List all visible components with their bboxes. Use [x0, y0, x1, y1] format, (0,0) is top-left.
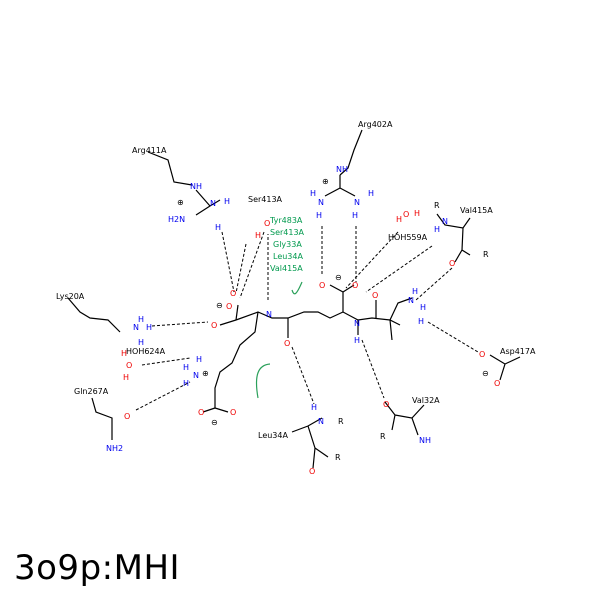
atom-o: O: [226, 302, 232, 311]
atom-h: H: [255, 231, 261, 240]
residue-gln267a-label: Gln267A: [74, 387, 109, 396]
hydrophobic-arc-1: [255, 363, 271, 399]
atom-h: H: [121, 349, 127, 358]
residue-val32a-label: Val32A: [412, 396, 440, 405]
atom-h: H: [316, 211, 322, 220]
atom-h: H: [396, 215, 402, 224]
atom-r: R: [335, 453, 341, 462]
residue-arg402a-label: Arg402A: [358, 120, 393, 129]
charge-minus-icon: ⊖: [211, 418, 218, 427]
atom-o: O: [479, 350, 485, 359]
charge-minus-icon: ⊖: [216, 301, 223, 310]
atom-n: N: [442, 217, 448, 226]
hydrophobic-contact-item: Val415A: [270, 264, 303, 273]
water-hoh624a-label: HOH624A: [126, 347, 166, 356]
atom-n: NH: [190, 182, 202, 191]
hydrophobic-contact-item: Tyr483A: [269, 216, 303, 225]
atom-h: H: [183, 379, 189, 388]
atom-h: H: [138, 338, 144, 347]
atom-n: N: [408, 296, 414, 305]
atom-n: N: [354, 319, 360, 328]
atom-h: H: [434, 225, 440, 234]
residue-leu34a-label: Leu34A: [258, 431, 288, 440]
atom-o: O: [211, 321, 217, 330]
atom-r: R: [434, 201, 440, 210]
residue-val415a-label: Val415A: [460, 206, 493, 215]
hydrophobic-contact-item: Gly33A: [273, 240, 302, 249]
charge-plus-icon: ⊕: [322, 177, 329, 186]
atom-h: H: [138, 315, 144, 324]
atom-h: H: [310, 189, 316, 198]
atom-nh2: NH2: [106, 444, 123, 453]
water-hoh559a-label: HOH559A: [388, 233, 428, 242]
atom-o: O: [126, 361, 132, 370]
atom-h: H: [352, 211, 358, 220]
hydrophobic-arc-2: [291, 281, 303, 295]
hydrophobic-contact-item: Leu34A: [273, 252, 303, 261]
hydrophobic-contact-item: Ser413A: [270, 228, 305, 237]
atom-o: O: [383, 400, 389, 409]
atom-o: O: [494, 379, 500, 388]
atom-nh2: H2N: [168, 215, 185, 224]
atom-n: N: [318, 417, 324, 426]
atom-n: N: [354, 198, 360, 207]
atom-h: H: [183, 363, 189, 372]
atom-o: O: [403, 210, 409, 219]
residue-lys20a-label: Lys20A: [56, 292, 85, 301]
atom-h: H: [354, 336, 360, 345]
atom-labels: NH ⊕ N H H2N H O H NH ⊕ H N H H N H H O …: [106, 165, 500, 476]
atom-n: N: [210, 199, 216, 208]
atom-o: O: [124, 412, 130, 421]
ligand-bonds: [67, 129, 521, 469]
atom-h: H: [412, 287, 418, 296]
atom-n: NH: [336, 165, 348, 174]
atom-h: H: [123, 373, 129, 382]
atom-n: N: [318, 198, 324, 207]
atom-r: R: [483, 250, 489, 259]
atom-r: R: [380, 432, 386, 441]
atom-nh: NH: [419, 436, 431, 445]
atom-n: N: [193, 371, 199, 380]
diagram-title: 3o9p:MHI: [14, 548, 181, 588]
atom-o: O: [198, 408, 204, 417]
atom-o: O: [230, 408, 236, 417]
atom-o: O: [230, 289, 236, 298]
atom-o: O: [372, 291, 378, 300]
charge-plus-icon: ⊕: [202, 369, 209, 378]
charge-minus-icon: ⊖: [335, 273, 342, 282]
atom-h: H: [224, 197, 230, 206]
residue-arg411a-label: Arg411A: [132, 146, 167, 155]
atom-h: H: [418, 317, 424, 326]
atom-h: H: [196, 355, 202, 364]
charge-plus-icon: ⊕: [177, 198, 184, 207]
hydrophobic-arcs: [255, 281, 303, 399]
atom-h: H: [311, 403, 317, 412]
atom-n: N: [266, 310, 272, 319]
atom-o: O: [449, 259, 455, 268]
atom-h: H: [414, 209, 420, 218]
residue-asp417a-label: Asp417A: [500, 347, 536, 356]
atom-h: H: [215, 223, 221, 232]
atom-o: O: [352, 281, 358, 290]
atom-r: R: [338, 417, 344, 426]
charge-minus-icon: ⊖: [482, 369, 489, 378]
residue-ser413a-label: Ser413A: [248, 195, 283, 204]
atom-o: O: [309, 467, 315, 476]
atom-h: H: [146, 323, 152, 332]
atom-o: O: [264, 219, 270, 228]
atom-h: H: [420, 303, 426, 312]
atom-h: H: [368, 189, 374, 198]
atom-n: N: [133, 323, 139, 332]
hydrophobic-contact-list: Tyr483A Ser413A Gly33A Leu34A Val415A: [269, 216, 305, 273]
hydrogen-bonds: [135, 226, 479, 411]
atom-o: O: [284, 339, 290, 348]
residue-labels: Arg411A Ser413A Arg402A Val415A Lys20A H…: [56, 120, 536, 440]
atom-o: O: [319, 281, 325, 290]
